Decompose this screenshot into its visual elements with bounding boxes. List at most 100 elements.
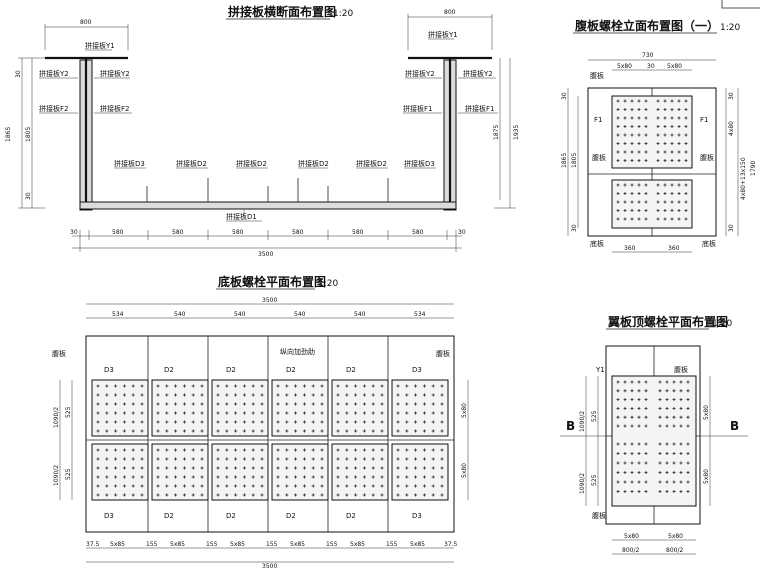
bolt-mark bbox=[302, 484, 306, 488]
bolt-mark bbox=[165, 384, 169, 388]
bolt-mark bbox=[414, 393, 418, 397]
bottom-scale: 1:20 bbox=[318, 279, 338, 289]
bottom-dim-label: 37.5 bbox=[86, 541, 100, 548]
bottom-top-dim-2: 540 bbox=[234, 311, 246, 318]
bolt-mark bbox=[679, 380, 683, 384]
bolt-mark bbox=[174, 493, 178, 497]
bolt-mark bbox=[345, 493, 349, 497]
bolt-mark bbox=[672, 471, 676, 474]
bolt-mark bbox=[644, 108, 648, 111]
bottom-plate bbox=[331, 379, 389, 437]
bolt-mark bbox=[182, 429, 186, 433]
bolt-mark bbox=[131, 457, 135, 461]
bolt-mark bbox=[679, 480, 683, 484]
bolt-mark bbox=[371, 493, 375, 497]
bolt-mark bbox=[371, 393, 375, 397]
bolt-mark bbox=[140, 402, 144, 406]
bolt-mark bbox=[260, 402, 264, 406]
bolt-mark bbox=[260, 466, 264, 470]
bolt-mark bbox=[276, 457, 280, 461]
bolt-mark bbox=[644, 452, 648, 455]
bolt-mark bbox=[440, 384, 444, 388]
web-label-web: 腹板 bbox=[590, 71, 604, 80]
bolt-mark bbox=[431, 457, 435, 461]
bolt-mark bbox=[371, 402, 375, 406]
bolt-mark bbox=[225, 457, 229, 461]
bottom-dim-label: 155 bbox=[206, 541, 218, 548]
bolt-mark bbox=[200, 402, 204, 406]
bolt-mark bbox=[285, 457, 289, 461]
bolt-mark bbox=[672, 442, 676, 446]
bolt-mark bbox=[251, 420, 255, 424]
bolt-mark bbox=[122, 493, 126, 497]
bolt-mark bbox=[670, 142, 674, 145]
bolt-mark bbox=[225, 393, 229, 397]
bolt-mark bbox=[684, 209, 688, 212]
bolt-mark bbox=[623, 406, 627, 410]
bolt-mark bbox=[260, 411, 264, 415]
bolt-mark bbox=[234, 448, 238, 452]
bottom-label-d3-br: D3 bbox=[412, 512, 422, 520]
bolt-mark bbox=[260, 475, 264, 479]
bolt-mark bbox=[630, 99, 634, 103]
bolt-mark bbox=[670, 183, 674, 187]
bolt-mark bbox=[686, 452, 690, 455]
bolt-mark bbox=[234, 384, 238, 388]
bolt-mark bbox=[182, 384, 186, 388]
bolt-mark bbox=[422, 475, 426, 479]
bolt-mark bbox=[630, 125, 634, 128]
bolt-mark bbox=[414, 420, 418, 424]
bolt-mark bbox=[686, 415, 690, 419]
bolt-mark bbox=[677, 150, 681, 154]
bolt-mark bbox=[670, 108, 674, 111]
bolt-mark bbox=[630, 452, 634, 455]
bolt-mark bbox=[182, 393, 186, 397]
label-d2-3: 拼接板D2 bbox=[298, 159, 329, 168]
bolt-mark bbox=[405, 402, 409, 406]
bolt-mark bbox=[380, 448, 384, 452]
bolt-mark bbox=[630, 183, 634, 187]
bolt-mark bbox=[114, 402, 118, 406]
bolt-mark bbox=[422, 466, 426, 470]
bolt-mark bbox=[637, 150, 641, 154]
bolt-mark bbox=[200, 493, 204, 497]
flange-half-dim-0: 800/2 bbox=[622, 547, 639, 554]
bolt-mark bbox=[380, 457, 384, 461]
bolt-mark bbox=[656, 99, 660, 103]
bolt-mark bbox=[431, 466, 435, 470]
sec-left-dim-2: 1805 bbox=[25, 127, 32, 142]
bolt-mark bbox=[686, 471, 690, 474]
bolt-mark bbox=[670, 116, 674, 120]
flange-section-b-right: B bbox=[730, 419, 739, 433]
bolt-mark bbox=[371, 466, 375, 470]
bolt-mark bbox=[311, 384, 315, 388]
bolt-mark bbox=[165, 402, 169, 406]
bolt-mark bbox=[623, 133, 627, 137]
bolt-mark bbox=[656, 150, 660, 154]
web-view: 腹板 F1 F1 腹板 腹板 底板 底板 730 5x80 30 5x80 36… bbox=[561, 52, 757, 253]
bottom-plate bbox=[271, 443, 329, 501]
bolt-mark bbox=[630, 406, 634, 410]
bolt-mark bbox=[251, 466, 255, 470]
bolt-mark bbox=[294, 411, 298, 415]
bolt-mark bbox=[637, 99, 641, 103]
bolt-mark bbox=[616, 452, 620, 455]
bolt-mark bbox=[294, 402, 298, 406]
bolt-mark bbox=[311, 393, 315, 397]
bolt-mark bbox=[114, 429, 118, 433]
bolt-mark bbox=[644, 116, 648, 120]
bolt-mark bbox=[684, 192, 688, 195]
bottom-title: 底板螺栓平面布置图 bbox=[218, 274, 326, 289]
bolt-mark bbox=[354, 484, 358, 488]
bolt-mark bbox=[616, 480, 620, 484]
bolt-mark bbox=[294, 484, 298, 488]
bolt-mark bbox=[684, 116, 688, 120]
bolt-mark bbox=[623, 108, 627, 111]
bolt-mark bbox=[422, 402, 426, 406]
bolt-mark bbox=[380, 493, 384, 497]
bolt-mark bbox=[644, 150, 648, 154]
bolt-mark bbox=[354, 411, 358, 415]
bolt-mark bbox=[320, 475, 324, 479]
bolt-mark bbox=[276, 429, 280, 433]
